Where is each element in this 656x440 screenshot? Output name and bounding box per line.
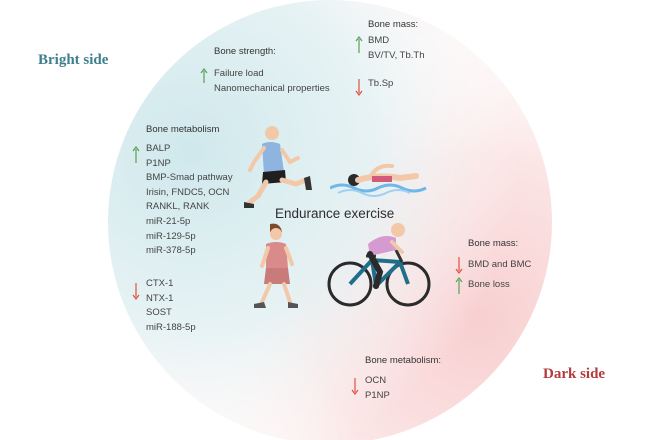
list-item: P1NP	[365, 389, 390, 401]
list-item: BALP	[146, 143, 171, 154]
down-arrow-icon	[355, 79, 363, 96]
list-item: miR-21-5p	[146, 215, 191, 227]
bone-metabolism-bright-down-list: CTX-1 NTX-1 SOST miR-188-5p	[146, 277, 196, 335]
bone-mass-dark-up-list: Bone loss	[468, 278, 510, 293]
bone-mass-dark-title: Bone mass:	[468, 238, 519, 249]
bone-metabolism-dark-title: Bone metabolism:	[365, 355, 442, 366]
list-item: RANKL, RANK	[146, 201, 210, 213]
list-item: BMD and BMC	[468, 259, 532, 270]
list-item: BMD	[368, 35, 390, 46]
list-item: Nanomechanical properties	[214, 82, 330, 94]
list-item: Tb.Sp	[368, 78, 394, 89]
list-item: NTX-1	[146, 292, 174, 304]
bone-metabolism-bright-up-list: BALP P1NP BMP-Smad pathway Irisin, FNDC5…	[146, 142, 233, 259]
walker-illustration	[254, 223, 298, 308]
up-arrow-icon	[455, 277, 463, 294]
swimmer-illustration	[330, 163, 427, 197]
list-item: P1NP	[146, 157, 171, 169]
list-item: Failure load	[214, 68, 264, 79]
bone-metabolism-bright-title: Bone metabolism	[146, 124, 220, 135]
down-arrow-icon	[351, 378, 359, 395]
list-item: Irisin, FNDC5, OCN	[146, 186, 230, 198]
list-item: miR-188-5p	[146, 321, 196, 333]
runner-illustration	[244, 126, 312, 208]
up-arrow-icon	[355, 36, 363, 53]
list-item: Bone loss	[468, 279, 510, 290]
up-arrow-icon	[200, 68, 208, 83]
center-title: Endurance exercise	[275, 206, 395, 221]
bone-metabolism-dark-down-list: OCN P1NP	[365, 374, 390, 403]
bright-side-label: Bright side	[38, 52, 109, 68]
list-item: miR-378-5p	[146, 245, 196, 257]
bone-mass-bright-title: Bone mass:	[368, 19, 419, 30]
up-arrow-icon	[132, 146, 140, 163]
list-item: miR-129-5p	[146, 230, 196, 242]
bone-mass-bright-up-list: BMD BV/TV, Tb.Th	[368, 34, 425, 63]
dark-side-label: Dark side	[543, 366, 606, 382]
down-arrow-icon	[455, 257, 463, 274]
list-item: CTX-1	[146, 278, 174, 289]
list-item: BMP-Smad pathway	[146, 172, 233, 184]
bone-mass-dark-down-list: BMD and BMC	[468, 258, 531, 273]
bone-strength-list: Failure load Nanomechanical properties	[214, 67, 330, 96]
bone-strength-title: Bone strength:	[214, 46, 276, 57]
list-item: SOST	[146, 307, 172, 319]
bone-mass-bright-down-list: Tb.Sp	[368, 77, 393, 92]
cyclist-illustration	[327, 223, 431, 307]
down-arrow-icon	[132, 283, 140, 300]
list-item: OCN	[365, 375, 387, 386]
list-item: BV/TV, Tb.Th	[368, 49, 425, 61]
